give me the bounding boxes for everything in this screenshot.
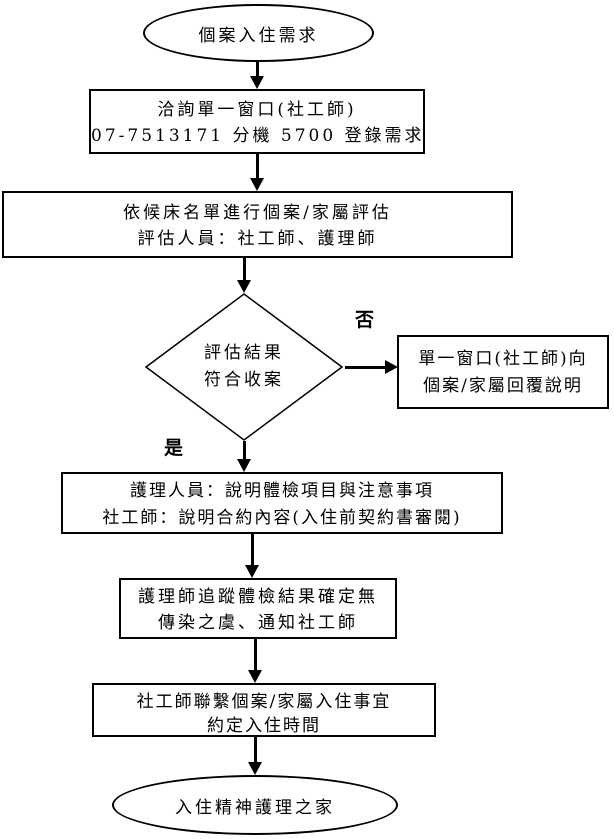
arrow-head [248, 670, 262, 683]
arrow-head [385, 360, 398, 374]
arrow-shaft [254, 639, 257, 671]
explain-box: 護理人員：說明體檢項目與注意事項 社工師：說明合約內容(入住前契約書審閱) [61, 472, 503, 534]
inquiry-line-1: 洽詢單一窗口(社工師) [157, 100, 357, 120]
end-ellipse: 入住精神護理之家 [112, 775, 398, 835]
yes-branch-label: 是 [164, 437, 184, 459]
arrow-head [250, 178, 264, 191]
arrow-shaft [345, 366, 386, 369]
explain-line-2: 社工師：說明合約內容(入住前契約書審閱) [102, 508, 462, 528]
inquiry-line-2: 07-7513171 分機 5700 登錄需求 [91, 126, 425, 146]
arrow-head [237, 459, 251, 472]
arrow-shaft [243, 441, 246, 460]
checkup-line-2: 傳染之虞、通知社工師 [158, 613, 358, 633]
no-reply-line-1: 單一窗口(社工師)向 [418, 349, 588, 369]
no-reply-box: 單一窗口(社工師)向 個案/家屬回覆說明 [397, 335, 609, 409]
no-branch-label: 否 [355, 309, 375, 331]
arrow-head [245, 565, 259, 578]
decision-label: 評估結果 符合收案 [145, 340, 343, 394]
arrow-shaft [256, 154, 259, 179]
decision-diamond: 評估結果 符合收案 [145, 293, 343, 441]
checkup-box: 護理師追蹤體檢結果確定無 傳染之虞、通知社工師 [119, 578, 397, 639]
contact-box: 社工師聯繫個案/家屬入住事宜 約定入住時間 [92, 683, 436, 737]
arrow-head [237, 280, 251, 293]
decision-diamond-shape [145, 293, 343, 441]
checkup-line-1: 護理師追蹤體檢結果確定無 [138, 587, 378, 607]
arrow-shaft [256, 62, 259, 78]
assessment-box: 依候床名單進行個案/家屬評估 評估人員：社工師、護理師 [2, 191, 513, 258]
decision-line-2: 符合收案 [204, 370, 284, 390]
inquiry-box: 洽詢單一窗口(社工師) 07-7513171 分機 5700 登錄需求 [89, 89, 425, 154]
contact-line-1: 社工師聯繫個案/家屬入住事宜 [136, 692, 392, 712]
arrow-shaft [251, 534, 254, 565]
start-ellipse-label: 個案入住需求 [198, 25, 319, 46]
arrow-shaft [243, 258, 246, 282]
end-ellipse-label: 入住精神護理之家 [175, 797, 335, 818]
arrow-head [250, 76, 264, 89]
start-ellipse: 個案入住需求 [143, 4, 374, 62]
decision-line-1: 評估結果 [204, 343, 284, 363]
no-reply-line-2: 個案/家屬回覆說明 [423, 376, 583, 396]
explain-line-1: 護理人員：說明體檢項目與注意事項 [130, 481, 434, 501]
arrow-shaft [254, 737, 257, 763]
contact-line-2: 約定入住時間 [207, 716, 321, 736]
assessment-line-2: 評估人員：社工師、護理師 [137, 229, 378, 249]
arrow-head [248, 762, 262, 775]
assessment-line-1: 依候床名單進行個案/家屬評估 [123, 203, 392, 223]
